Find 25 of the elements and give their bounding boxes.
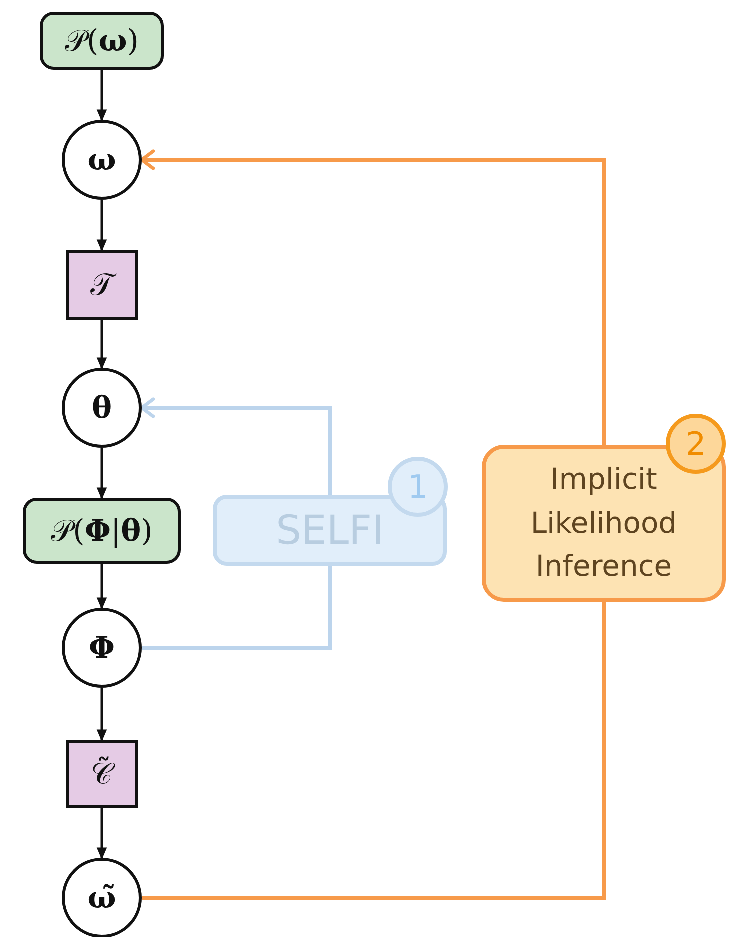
node-label: 1 (408, 468, 428, 506)
arrow (96, 448, 108, 500)
arrow (96, 808, 108, 860)
node-label: θ (92, 390, 112, 426)
operator-box (66, 740, 138, 808)
node-label: 𝒫(ω) (64, 24, 139, 58)
arrow (96, 564, 108, 610)
node-label: Φ (88, 630, 116, 666)
distribution-box (23, 498, 181, 564)
connector-line (142, 602, 606, 900)
node-label: 𝒫(Φ|θ) (51, 514, 153, 548)
arrow (96, 200, 108, 252)
node-label: 2 (686, 425, 706, 463)
node-label: Implicit Likelihood Inference (530, 461, 678, 586)
arrow (140, 150, 606, 445)
node-label: ω (88, 142, 116, 178)
arrow (96, 320, 108, 370)
distribution-box (40, 12, 164, 70)
arrow (96, 688, 108, 742)
connector-line (142, 566, 332, 650)
node-label: 𝒞̃ (91, 756, 113, 792)
arrow (96, 70, 108, 122)
operator-box (66, 250, 138, 320)
arrow (140, 398, 332, 495)
node-label: ω̃ (88, 880, 116, 916)
